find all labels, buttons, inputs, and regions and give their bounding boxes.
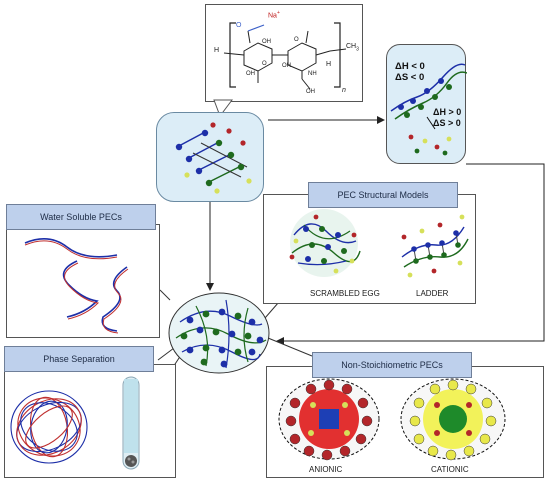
test-tube	[122, 376, 140, 470]
non-stoichiometric-graphic	[278, 378, 506, 461]
methyl-text: CH	[346, 43, 357, 50]
water-soluble-graphic	[24, 238, 129, 334]
non-stoichiometric-panel: ANIONIC CATIONIC	[266, 366, 544, 478]
phase-separation-panel	[4, 364, 176, 478]
pec-complex-sphere	[166, 290, 272, 376]
repeat-subscript: n	[342, 87, 346, 94]
oh-label-3: OH	[282, 63, 291, 69]
nh-label: NH	[308, 71, 317, 77]
ladder-label: LADDER	[416, 289, 449, 298]
coacervate-coil	[10, 390, 88, 464]
initial-complex-graphic	[175, 122, 252, 194]
o-label-carboxyl: O	[236, 22, 242, 29]
phase-separation-graphic	[10, 376, 140, 470]
phase-separation-header: Phase Separation	[4, 346, 154, 372]
chemical-structure-box: O Na+ H OH OH O OH O NH OH H CH3 n	[205, 4, 363, 102]
structural-models-panel: SCRAMBLED EGG LADDER	[263, 194, 476, 304]
pec-sphere-graphic	[168, 292, 270, 374]
methyl-subscript: 3	[356, 46, 359, 53]
anionic-complex	[278, 378, 380, 461]
initial-complex-box	[156, 112, 264, 202]
counterion-charge: +	[276, 10, 280, 16]
cationic-complex	[400, 378, 506, 461]
o-label-ring1: O	[262, 61, 267, 67]
anionic-label: ANIONIC	[309, 465, 343, 474]
h-label-left: H	[214, 47, 220, 54]
dissociation-graphic	[390, 63, 467, 156]
cationic-label: CATIONIC	[431, 465, 469, 474]
methyl-label: CH3	[346, 43, 359, 52]
structural-models-graphic	[289, 209, 469, 278]
h-label-right: H	[326, 61, 332, 68]
o-label-ring2: O	[294, 37, 299, 43]
structural-models-header: PEC Structural Models	[308, 182, 458, 208]
oh-label-4: OH	[306, 89, 315, 95]
scrambled-egg-label: SCRAMBLED EGG	[310, 289, 380, 298]
chitosan-hyaluronate-structure	[223, 22, 347, 90]
oh-label-1: OH	[246, 71, 255, 77]
oh-label-2: OH	[262, 39, 271, 45]
thermodynamics-box: ΔH < 0 ΔS < 0 ΔH > 0 ΔS > 0	[386, 44, 467, 164]
counterion-label: Na+	[268, 10, 280, 19]
counterion-text: Na	[268, 12, 277, 20]
water-soluble-panel	[6, 224, 160, 338]
thermo-positive: ΔH > 0 ΔS > 0	[433, 107, 462, 128]
non-stoichiometric-header: Non-Stoichiometric PECs	[312, 352, 472, 378]
water-soluble-header: Water Soluble PECs	[6, 204, 156, 230]
thermo-negative: ΔH < 0 ΔS < 0	[395, 61, 425, 83]
